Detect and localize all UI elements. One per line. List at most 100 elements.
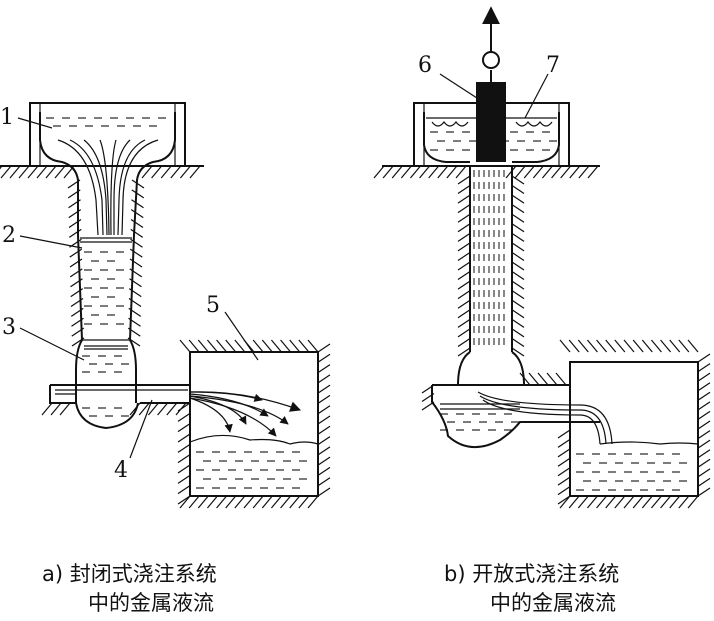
- sand-hatch: [557, 486, 571, 496]
- label-2: 2: [2, 223, 16, 248]
- sand-hatch: [67, 179, 81, 189]
- caption-a-line2: 中的金属液流: [88, 591, 214, 615]
- sand-hatch: [457, 261, 471, 271]
- sand-hatch: [131, 189, 145, 199]
- sand-hatch: [632, 495, 644, 509]
- sand-hatch: [166, 402, 178, 416]
- sand-hatch: [317, 415, 331, 425]
- sand-hatch: [189, 165, 201, 179]
- sand-hatch: [177, 402, 191, 412]
- sand-hatch: [131, 199, 144, 209]
- sand-hatch: [129, 248, 143, 258]
- sand-hatch: [127, 337, 141, 347]
- sand-hatch: [170, 165, 182, 179]
- sand-hatch: [68, 199, 81, 209]
- sand-hatch: [687, 495, 699, 509]
- sand-hatch: [511, 299, 525, 309]
- sand-hatch: [557, 438, 571, 448]
- sand-hatch: [568, 495, 580, 509]
- sand-hatch: [511, 204, 525, 214]
- leader-lines-b: [439, 73, 549, 119]
- sand-hatch: [298, 495, 310, 509]
- liquid-fill-marks: [0, 117, 711, 509]
- sand-hatch: [650, 495, 662, 509]
- sand-hatch: [650, 339, 662, 353]
- sand-hatch: [141, 165, 153, 179]
- sand-hatch: [317, 446, 331, 456]
- sand-hatch: [457, 328, 471, 338]
- sand-hatch: [559, 495, 571, 509]
- sand-hatch: [270, 495, 282, 509]
- sand-hatch: [569, 165, 581, 179]
- sand-hatch: [391, 165, 403, 179]
- caption-b-line1: b) 开放式浇注系统: [444, 562, 619, 586]
- sand-hatch: [50, 402, 62, 416]
- leader-lines-a: [17, 117, 259, 459]
- sand-hatch: [71, 337, 85, 347]
- sand-hatch: [632, 339, 644, 353]
- sand-hatch: [697, 430, 711, 440]
- sand-hatch: [234, 339, 246, 353]
- sand-hatch: [457, 280, 471, 290]
- sand-hatch: [511, 280, 525, 290]
- sand-hatch: [669, 495, 681, 509]
- sand-hatch: [586, 495, 598, 509]
- sand-hatch: [70, 307, 84, 317]
- sand-hatch: [511, 261, 525, 271]
- sand-hatch: [697, 401, 711, 411]
- sand-hatch: [457, 175, 471, 185]
- sand-hatch: [577, 495, 589, 509]
- sand-hatch: [129, 278, 142, 288]
- sand-hatch: [697, 353, 711, 363]
- sand-hatch: [505, 165, 517, 179]
- sand-hatch: [697, 363, 711, 373]
- sand-hatch: [511, 347, 525, 357]
- sand-hatch: [261, 339, 273, 353]
- sand-hatch: [234, 495, 246, 509]
- sand-hatch: [128, 288, 142, 298]
- sand-hatch: [421, 401, 435, 411]
- label-4: 4: [114, 458, 128, 483]
- sand-hatch: [0, 165, 3, 170]
- sand-hatch: [678, 339, 690, 353]
- sand-hatch: [577, 339, 589, 353]
- sand-hatch: [596, 339, 608, 353]
- sand-hatch: [317, 456, 331, 466]
- sand-hatch: [532, 165, 544, 179]
- sand-hatch: [455, 165, 467, 179]
- runner-a: [49, 384, 191, 430]
- sand-hatch: [179, 339, 191, 353]
- sand-hatch: [131, 179, 145, 189]
- sand-hatch: [578, 165, 590, 179]
- sand-hatch: [130, 228, 144, 238]
- sand-hatch: [36, 165, 48, 179]
- sand-hatch: [243, 339, 255, 353]
- sand-hatch: [523, 165, 535, 179]
- sand-hatch: [9, 165, 21, 179]
- label-7: 7: [546, 53, 560, 78]
- sand-hatch: [660, 495, 672, 509]
- sand-hatch: [457, 213, 471, 223]
- sand-hatch: [130, 219, 144, 228]
- sand-hatch: [177, 495, 191, 505]
- sand-hatch: [697, 468, 711, 478]
- sand-hatch: [587, 165, 599, 179]
- sand-hatch: [605, 495, 617, 509]
- sand-hatch: [68, 209, 82, 219]
- sand-hatch: [317, 353, 331, 363]
- sand-hatch: [197, 495, 209, 509]
- mold-cavity-a: [189, 351, 319, 497]
- sand-hatch: [243, 495, 255, 509]
- sand-hatch: [457, 242, 471, 252]
- sand-hatch: [177, 464, 191, 474]
- sand-hatch: [457, 309, 471, 319]
- sand-hatch: [68, 219, 82, 228]
- sand-hatch: [557, 457, 571, 467]
- sand-hatch: [270, 339, 282, 353]
- sand-hatch: [557, 429, 571, 439]
- sand-hatch: [261, 495, 273, 509]
- sand-hatch: [289, 495, 301, 509]
- sand-hatch: [177, 423, 191, 433]
- sand-hatch: [206, 495, 218, 509]
- sand-hatch: [68, 228, 82, 238]
